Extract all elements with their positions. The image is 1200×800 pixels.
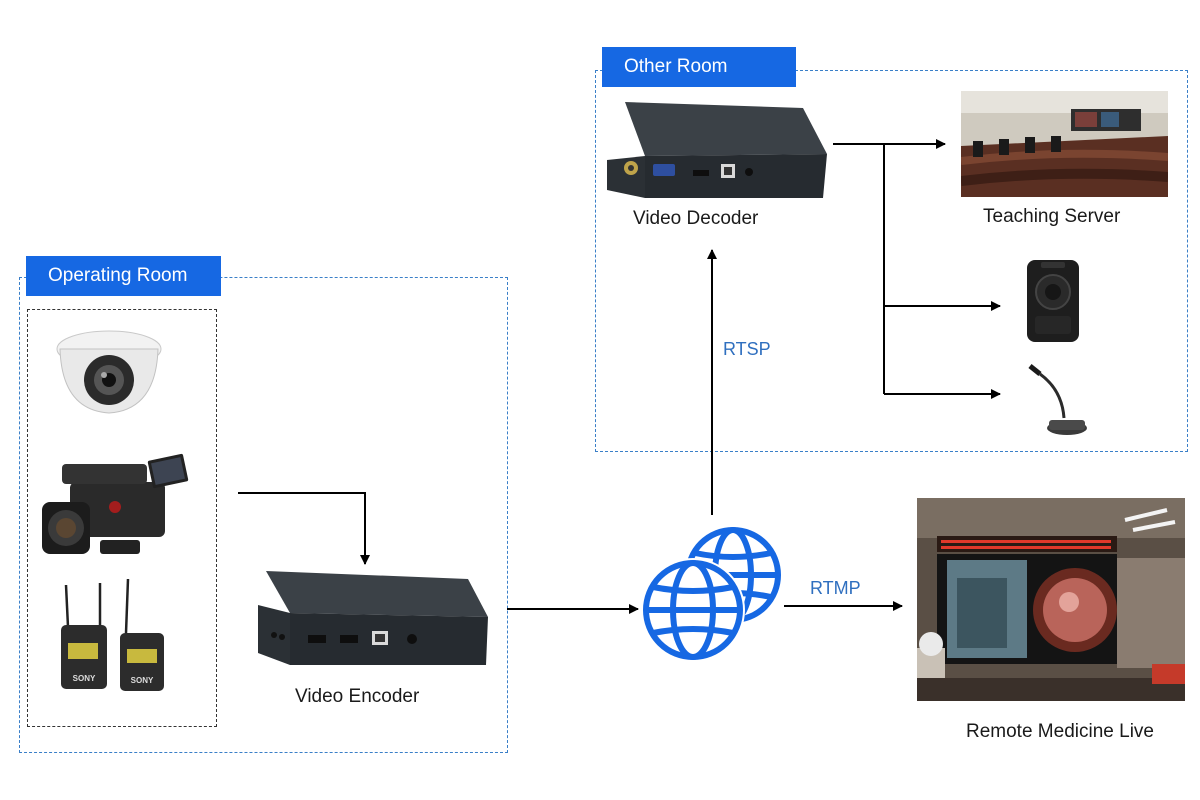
teaching-server-photo [961, 91, 1168, 197]
network-globe-icon [641, 527, 781, 662]
svg-text:SONY: SONY [73, 674, 96, 683]
speaker-icon [1027, 260, 1079, 342]
gooseneck-microphone-icon [1028, 364, 1087, 435]
video-decoder-label: Video Decoder [633, 208, 759, 229]
remote-medicine-photo [917, 498, 1185, 701]
rtmp-label: RTMP [810, 578, 861, 598]
other-room-tag: Other Room [602, 47, 796, 87]
sources-to-encoder-arrow [238, 492, 370, 565]
teaching-server-label: Teaching Server [983, 206, 1121, 227]
video-encoder-label: Video Encoder [295, 686, 420, 707]
operating-room-tag: Operating Room [26, 256, 221, 296]
wireless-mic-icon: SONY SONY [61, 578, 164, 691]
other-room-box [595, 70, 1188, 452]
video-decoder-device [607, 102, 827, 198]
video-encoder-device [258, 571, 488, 665]
svg-text:SONY: SONY [131, 676, 154, 685]
dome-camera-icon [56, 330, 162, 414]
source-devices-box [27, 309, 217, 727]
camcorder-icon [42, 453, 189, 554]
rtsp-label: RTSP [723, 339, 771, 359]
remote-medicine-label: Remote Medicine Live [966, 721, 1154, 742]
operating-room-box [19, 277, 508, 753]
